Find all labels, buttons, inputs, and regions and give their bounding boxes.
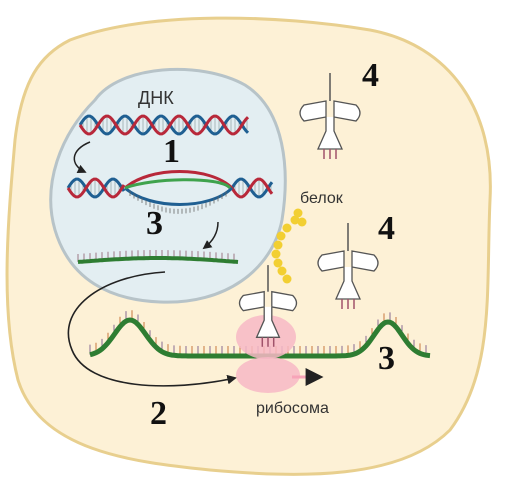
amino-acid — [273, 240, 283, 250]
dna-strand-lower — [124, 186, 234, 206]
amino-acid — [276, 231, 286, 241]
amino-acid — [290, 215, 300, 225]
transcription-arrow — [202, 221, 219, 250]
mrna-strand-in-nucleus — [124, 178, 232, 190]
replication-arrow — [73, 141, 91, 174]
step-4-top-marker: 4 — [362, 57, 379, 94]
dna-double-helix — [78, 114, 250, 136]
dna-label: ДНК — [138, 88, 174, 108]
step-2-marker: 2 — [150, 395, 167, 432]
export-arrow — [67, 271, 237, 387]
d-arm — [317, 250, 345, 272]
step-3-cytoplasm-marker: 3 — [378, 340, 395, 377]
t-arm — [271, 290, 298, 312]
dna-transcription-bubble — [66, 170, 274, 214]
t-arm — [351, 250, 379, 272]
ribosome-label: рибосома — [256, 400, 329, 417]
step-4-mid-marker: 4 — [378, 210, 395, 247]
amino-acid — [282, 274, 292, 284]
t-arm — [333, 100, 361, 122]
amino-acid — [277, 266, 287, 276]
dna-strand-red — [66, 177, 126, 199]
protein-label: белок — [300, 190, 343, 207]
step-3-nucleus-marker: 3 — [146, 205, 163, 242]
mrna-in-nucleus — [77, 250, 239, 264]
trna-middle — [317, 223, 379, 309]
trna-in-ribosome — [238, 265, 298, 347]
dna-strand-blue — [78, 114, 250, 136]
dna-strand-upper — [124, 170, 234, 190]
dna-strand-blue — [230, 177, 274, 199]
d-arm — [238, 290, 265, 312]
trna-top — [299, 73, 361, 159]
amino-acid — [273, 258, 283, 268]
dna-strand-blue — [66, 177, 126, 199]
amino-acid — [271, 249, 281, 259]
protein-chain — [271, 208, 307, 284]
mrna-line — [77, 256, 239, 264]
d-arm — [299, 100, 327, 122]
dna-strand-red — [78, 114, 250, 136]
step-1-marker: 1 — [163, 133, 180, 170]
amino-acid — [282, 223, 292, 233]
ribosome-small-subunit — [236, 357, 300, 393]
amino-acid — [297, 217, 307, 227]
dna-strand-red — [230, 177, 274, 199]
amino-acid — [293, 208, 303, 218]
